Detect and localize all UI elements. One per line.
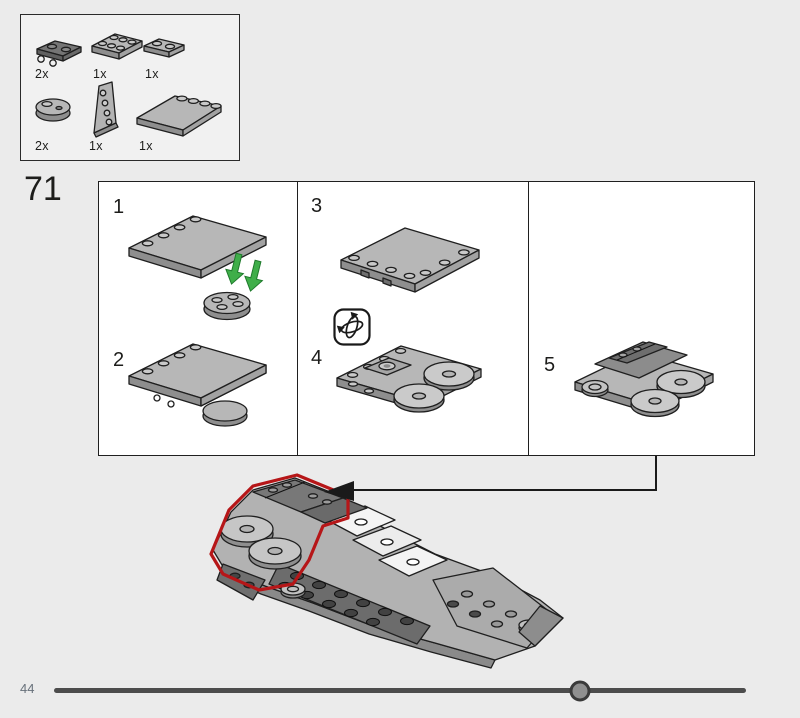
highlight-outline <box>209 473 350 592</box>
progress-slider[interactable] <box>54 680 746 701</box>
part-qty-label: 2x <box>35 67 49 81</box>
part-plate-1x2-illustration <box>143 38 185 58</box>
rotate-icon <box>333 308 371 346</box>
page-number: 44 <box>20 681 35 696</box>
panel-divider <box>297 182 298 455</box>
substep-2-illustration <box>128 343 267 427</box>
part-qty-label: 2x <box>35 139 49 153</box>
part-qty-label: 1x <box>93 67 107 81</box>
dark-clip-assembly <box>594 341 688 379</box>
front-dishes <box>220 515 302 570</box>
substep-number-1: 1 <box>113 196 125 218</box>
parts-inventory-box: 2x 1x 1x 2x <box>20 14 240 161</box>
part-round-plate-2x2-illustration <box>35 98 71 122</box>
substep-number-3: 3 <box>311 195 323 217</box>
progress-handle[interactable] <box>569 680 591 701</box>
step-number: 71 <box>24 170 62 208</box>
substep-number-2: 2 <box>113 349 125 371</box>
white-engine-parts <box>326 505 448 577</box>
substep-3-illustration <box>340 227 480 293</box>
part-qty-label: 1x <box>145 67 159 81</box>
dish <box>630 388 680 418</box>
substep-1-illustration <box>128 215 267 321</box>
assembled-model-illustration <box>209 473 564 669</box>
mid-deck-dark-plate <box>268 563 431 645</box>
part-plate-1x2-with-clips-illustration <box>36 40 82 67</box>
part-plate-2x3-illustration <box>91 33 143 60</box>
substep-4-illustration <box>336 345 482 413</box>
green-placement-arrows <box>225 252 264 292</box>
part-plate-4x4-studs-on-edge-illustration <box>136 95 222 137</box>
rear-deck <box>432 567 564 649</box>
substeps-panel: 1 2 3 4 5 <box>98 181 755 456</box>
part-qty-label: 1x <box>89 139 103 153</box>
part-qty-label: 1x <box>139 139 153 153</box>
round-plate-2x2 <box>203 291 251 321</box>
part-wedge-plate-illustration <box>93 81 119 138</box>
dish <box>393 383 445 413</box>
substep-number-4: 4 <box>311 347 323 369</box>
oval-ring-piece <box>581 379 609 398</box>
panel-divider <box>528 182 529 455</box>
substep-5-illustration <box>574 341 714 418</box>
substep-number-5: 5 <box>544 354 556 376</box>
dish <box>423 361 475 391</box>
